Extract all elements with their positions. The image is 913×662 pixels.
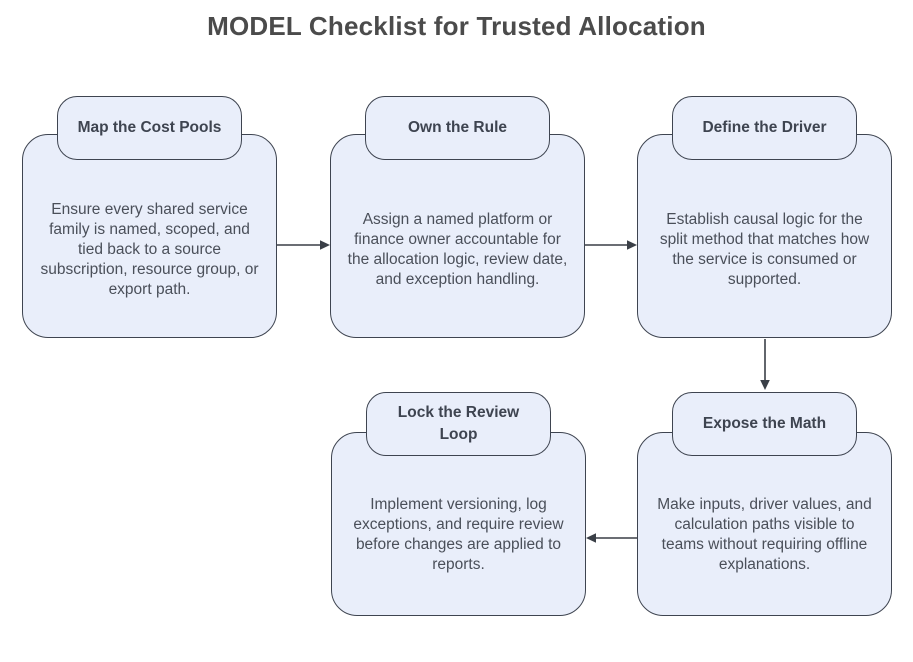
node-body-own-the-rule: Assign a named platform or finance owner… — [330, 134, 585, 338]
node-description: Make inputs, driver values, and calculat… — [657, 496, 872, 573]
node-header-map-the-cost-pools: Map the Cost Pools — [57, 96, 242, 160]
arrow-expose-to-lock — [586, 533, 637, 543]
node-body-define-the-driver: Establish causal logic for the split met… — [637, 134, 892, 338]
node-description: Assign a named platform or finance owner… — [347, 211, 568, 288]
node-header-expose-the-math: Expose the Math — [672, 392, 857, 456]
node-body-map-the-cost-pools: Ensure every shared service family is na… — [22, 134, 277, 338]
arrow-own-to-define — [585, 240, 637, 250]
node-header-own-the-rule: Own the Rule — [365, 96, 550, 160]
arrow-define-to-expose — [760, 339, 770, 390]
node-body-expose-the-math: Make inputs, driver values, and calculat… — [637, 432, 892, 616]
page-title: MODEL Checklist for Trusted Allocation — [207, 11, 706, 41]
node-header-lock-the-review-loop: Lock the Review Loop — [366, 392, 551, 456]
node-header-define-the-driver: Define the Driver — [672, 96, 857, 160]
node-description: Ensure every shared service family is na… — [40, 201, 259, 298]
node-body-lock-the-review-loop: Implement versioning, log exceptions, an… — [331, 432, 586, 616]
arrow-map-to-own — [277, 240, 330, 250]
node-description: Implement versioning, log exceptions, an… — [353, 496, 564, 573]
node-description: Establish causal logic for the split met… — [659, 211, 870, 288]
